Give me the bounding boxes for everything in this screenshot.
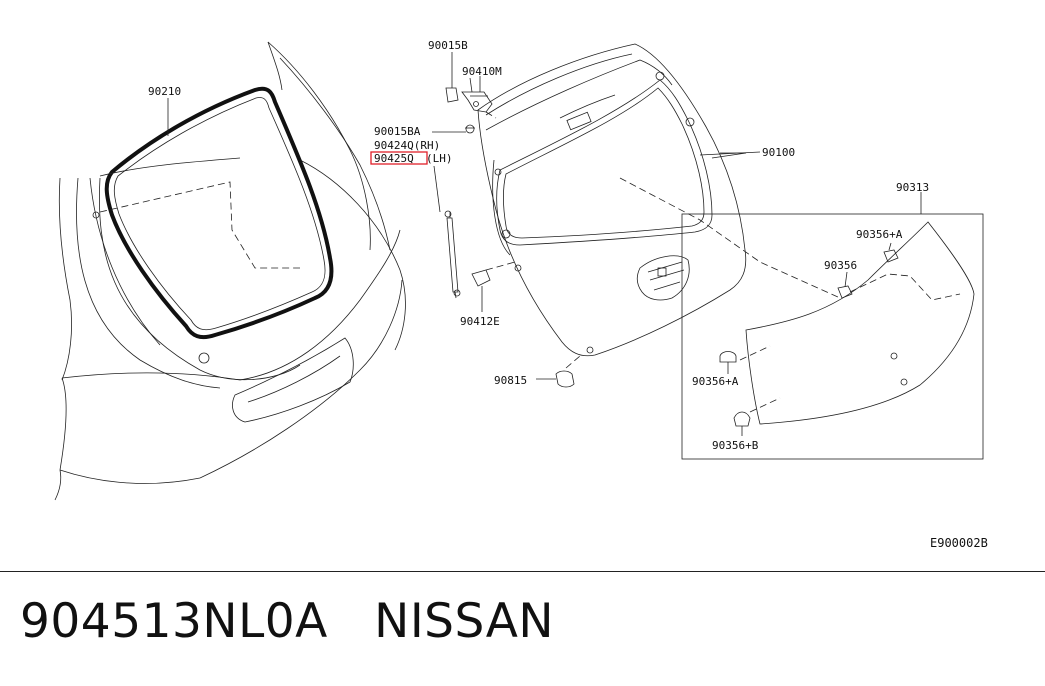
label-door-panel: 90100 bbox=[762, 146, 795, 159]
label-finisher: 90313 bbox=[896, 181, 929, 194]
label-clip-upper: 90356 bbox=[824, 259, 857, 272]
back-door-glass bbox=[89, 86, 334, 346]
label-stay-lh-suffix: (LH) bbox=[426, 152, 453, 165]
part-number: 904513NL0A bbox=[20, 594, 328, 649]
label-bracket: 90412E bbox=[460, 315, 500, 328]
hinge-assembly bbox=[445, 77, 497, 134]
bumper-rubber bbox=[536, 355, 581, 388]
callout-labels: 90210 90015B 90410M 90015BA 90424Q(RH) 9… bbox=[148, 39, 988, 550]
parts-diagram: 90210 90015B 90410M 90015BA 90424Q(RH) 9… bbox=[54, 39, 988, 550]
highlight-box bbox=[370, 151, 428, 165]
label-bumper: 90815 bbox=[494, 374, 527, 387]
label-clip-b: 90356+B bbox=[712, 439, 759, 452]
gas-stay bbox=[433, 165, 461, 299]
label-clip-a-lower: 90356+A bbox=[692, 375, 739, 388]
brand-name: NISSAN bbox=[374, 594, 555, 649]
label-stay-lh-code: 90425Q bbox=[374, 152, 414, 165]
label-glass: 90210 bbox=[148, 85, 181, 98]
stay-bracket bbox=[471, 261, 516, 312]
label-hinge: 90410M bbox=[462, 65, 502, 78]
vehicle-body bbox=[54, 41, 406, 501]
diagram-code: E900002B bbox=[930, 536, 988, 550]
part-title: 904513NL0A NISSAN bbox=[20, 598, 554, 645]
label-bolt-ba: 90015BA bbox=[374, 125, 421, 138]
back-door-panel bbox=[477, 43, 841, 357]
leader-lines bbox=[167, 52, 761, 159]
label-stay-rh: 90424Q(RH) bbox=[374, 139, 440, 152]
label-bolt-top: 90015B bbox=[428, 39, 468, 52]
finisher-inset bbox=[681, 192, 984, 460]
label-clip-a-upper: 90356+A bbox=[856, 228, 903, 241]
divider bbox=[0, 571, 1045, 572]
